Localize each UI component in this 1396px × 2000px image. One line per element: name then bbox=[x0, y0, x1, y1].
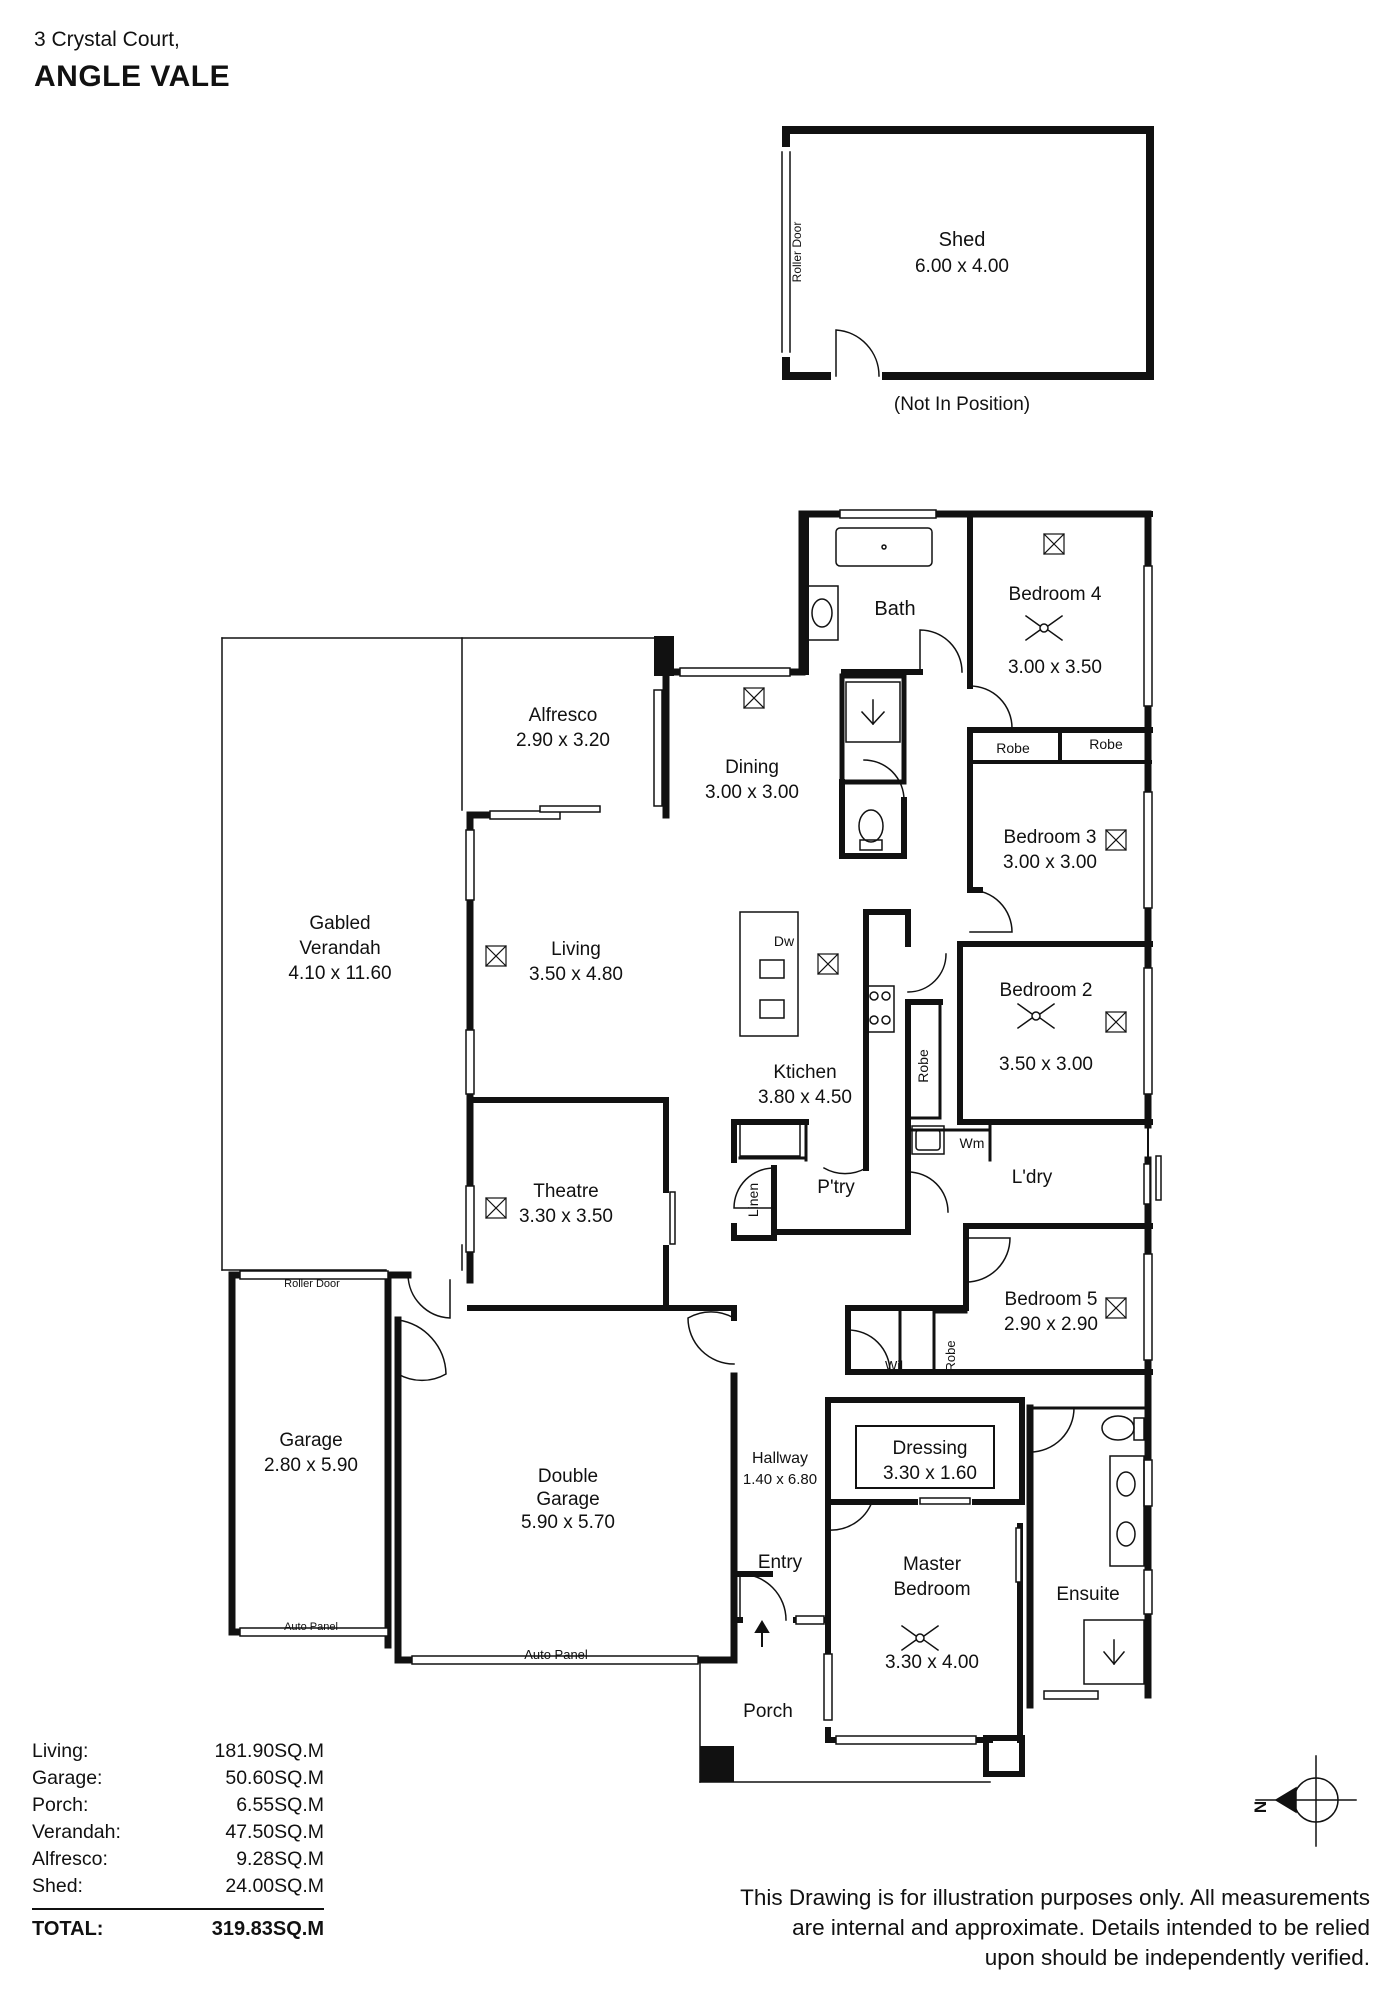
robe-b4-right: Robe bbox=[1089, 736, 1123, 752]
bedroom5-dims: 2.90 x 2.90 bbox=[1004, 1314, 1098, 1335]
area-schedule: Living:181.90SQ.M Garage:50.60SQ.M Porch… bbox=[32, 1738, 324, 1943]
garage-auto-label: Auto Panel bbox=[284, 1621, 338, 1633]
living-name: Living bbox=[551, 939, 601, 960]
entry-arrow bbox=[754, 1620, 770, 1647]
area-row: Alfresco:9.28SQ.M bbox=[32, 1848, 324, 1870]
bedroom4-dims: 3.00 x 3.50 bbox=[1008, 657, 1102, 678]
bedroom5-name: Bedroom 5 bbox=[1005, 1289, 1098, 1310]
kitchen-dims: 3.80 x 4.50 bbox=[758, 1087, 852, 1108]
ensuite-name: Ensuite bbox=[1056, 1584, 1119, 1605]
garage-dims: 2.80 x 5.90 bbox=[264, 1455, 358, 1476]
verandah-name-1: Gabled bbox=[309, 913, 370, 934]
porch-column bbox=[700, 1746, 734, 1782]
double-garage-name-1: Double bbox=[538, 1466, 598, 1487]
porch-name: Porch bbox=[743, 1701, 793, 1722]
robe-b2: Robe bbox=[915, 1049, 931, 1083]
dw-label: Dw bbox=[774, 933, 795, 949]
robe-b4-left: Robe bbox=[996, 740, 1030, 756]
bedroom2-name: Bedroom 2 bbox=[1000, 980, 1093, 1001]
double-garage-dims: 5.90 x 5.70 bbox=[521, 1512, 615, 1533]
kitchen-name: Ktichen bbox=[773, 1062, 836, 1083]
theatre-dims: 3.30 x 3.50 bbox=[519, 1206, 613, 1227]
door-swings bbox=[397, 629, 1075, 1621]
bedroom2-dims: 3.50 x 3.00 bbox=[999, 1054, 1093, 1075]
garage-roller-label: Roller Door bbox=[284, 1278, 340, 1290]
smoke-detectors bbox=[485, 533, 1127, 1319]
verandah-name-2: Verandah bbox=[299, 938, 380, 959]
shed-door-label: Roller Door bbox=[790, 222, 804, 283]
shed-name: Shed bbox=[939, 229, 986, 251]
entry-name: Entry bbox=[758, 1552, 803, 1573]
disclaimer: This Drawing is for illustration purpose… bbox=[740, 1885, 1370, 1970]
external-walls bbox=[228, 510, 1152, 1709]
wil-label: Wil bbox=[885, 1358, 903, 1373]
bath-name: Bath bbox=[874, 598, 915, 620]
porch-pier bbox=[983, 1735, 1025, 1777]
pantry-label: P'try bbox=[817, 1177, 855, 1198]
shed-dims: 6.00 x 4.00 bbox=[915, 256, 1009, 277]
windows bbox=[239, 509, 1162, 1745]
master-name-2: Bedroom bbox=[893, 1579, 970, 1600]
alfresco-column bbox=[654, 636, 674, 676]
area-row: Living:181.90SQ.M bbox=[32, 1740, 324, 1762]
dining-dims: 3.00 x 3.00 bbox=[705, 782, 799, 803]
alfresco-dims: 2.90 x 3.20 bbox=[516, 730, 610, 751]
compass-label: N bbox=[1251, 1801, 1270, 1813]
robe-b5: Robe bbox=[943, 1340, 958, 1371]
master-name-1: Master bbox=[903, 1554, 962, 1575]
verandah-dims: 4.10 x 11.60 bbox=[288, 963, 391, 984]
master-dims: 3.30 x 4.00 bbox=[885, 1652, 979, 1673]
total-divider bbox=[32, 1908, 324, 1910]
ceiling-fans bbox=[900, 614, 1064, 1652]
address-street: 3 Crystal Court, bbox=[34, 28, 180, 51]
wm-label: Wm bbox=[960, 1135, 985, 1151]
area-row: Porch:6.55SQ.M bbox=[32, 1794, 324, 1816]
area-row: Garage:50.60SQ.M bbox=[32, 1767, 324, 1789]
living-dims: 3.50 x 4.80 bbox=[529, 964, 623, 985]
area-row: Verandah:47.50SQ.M bbox=[32, 1821, 324, 1843]
bedroom3-dims: 3.00 x 3.00 bbox=[1003, 852, 1097, 873]
dressing-dims: 3.30 x 1.60 bbox=[883, 1463, 977, 1484]
laundry-name: L'dry bbox=[1012, 1167, 1053, 1188]
main-walls bbox=[467, 511, 1153, 1743]
fixtures bbox=[739, 527, 1145, 1685]
bedroom4-name: Bedroom 4 bbox=[1009, 584, 1102, 605]
room-labels: Shed 6.00 x 4.00 (Not In Position) Rolle… bbox=[264, 222, 1270, 1813]
address-suburb: ANGLE VALE bbox=[34, 60, 231, 93]
dressing-name: Dressing bbox=[893, 1438, 968, 1459]
dining-name: Dining bbox=[725, 757, 779, 778]
shed-structure bbox=[781, 126, 1154, 381]
linen-label: Linen bbox=[745, 1183, 761, 1217]
compass bbox=[1255, 1755, 1357, 1847]
double-garage-auto-label: Auto Panel bbox=[524, 1647, 588, 1662]
verandah-outline bbox=[221, 637, 663, 1271]
area-row: Shed:24.00SQ.M bbox=[32, 1875, 324, 1897]
shed-note: (Not In Position) bbox=[894, 394, 1030, 415]
hallway-name: Hallway bbox=[752, 1450, 808, 1467]
area-total: TOTAL:319.83SQ.M bbox=[32, 1918, 324, 1940]
bedroom3-name: Bedroom 3 bbox=[1004, 827, 1097, 848]
theatre-name: Theatre bbox=[533, 1181, 598, 1202]
hallway-dims: 1.40 x 6.80 bbox=[743, 1471, 817, 1488]
double-garage-name-2: Garage bbox=[536, 1489, 599, 1510]
garage-name: Garage bbox=[279, 1430, 342, 1451]
alfresco-name: Alfresco bbox=[529, 705, 598, 726]
